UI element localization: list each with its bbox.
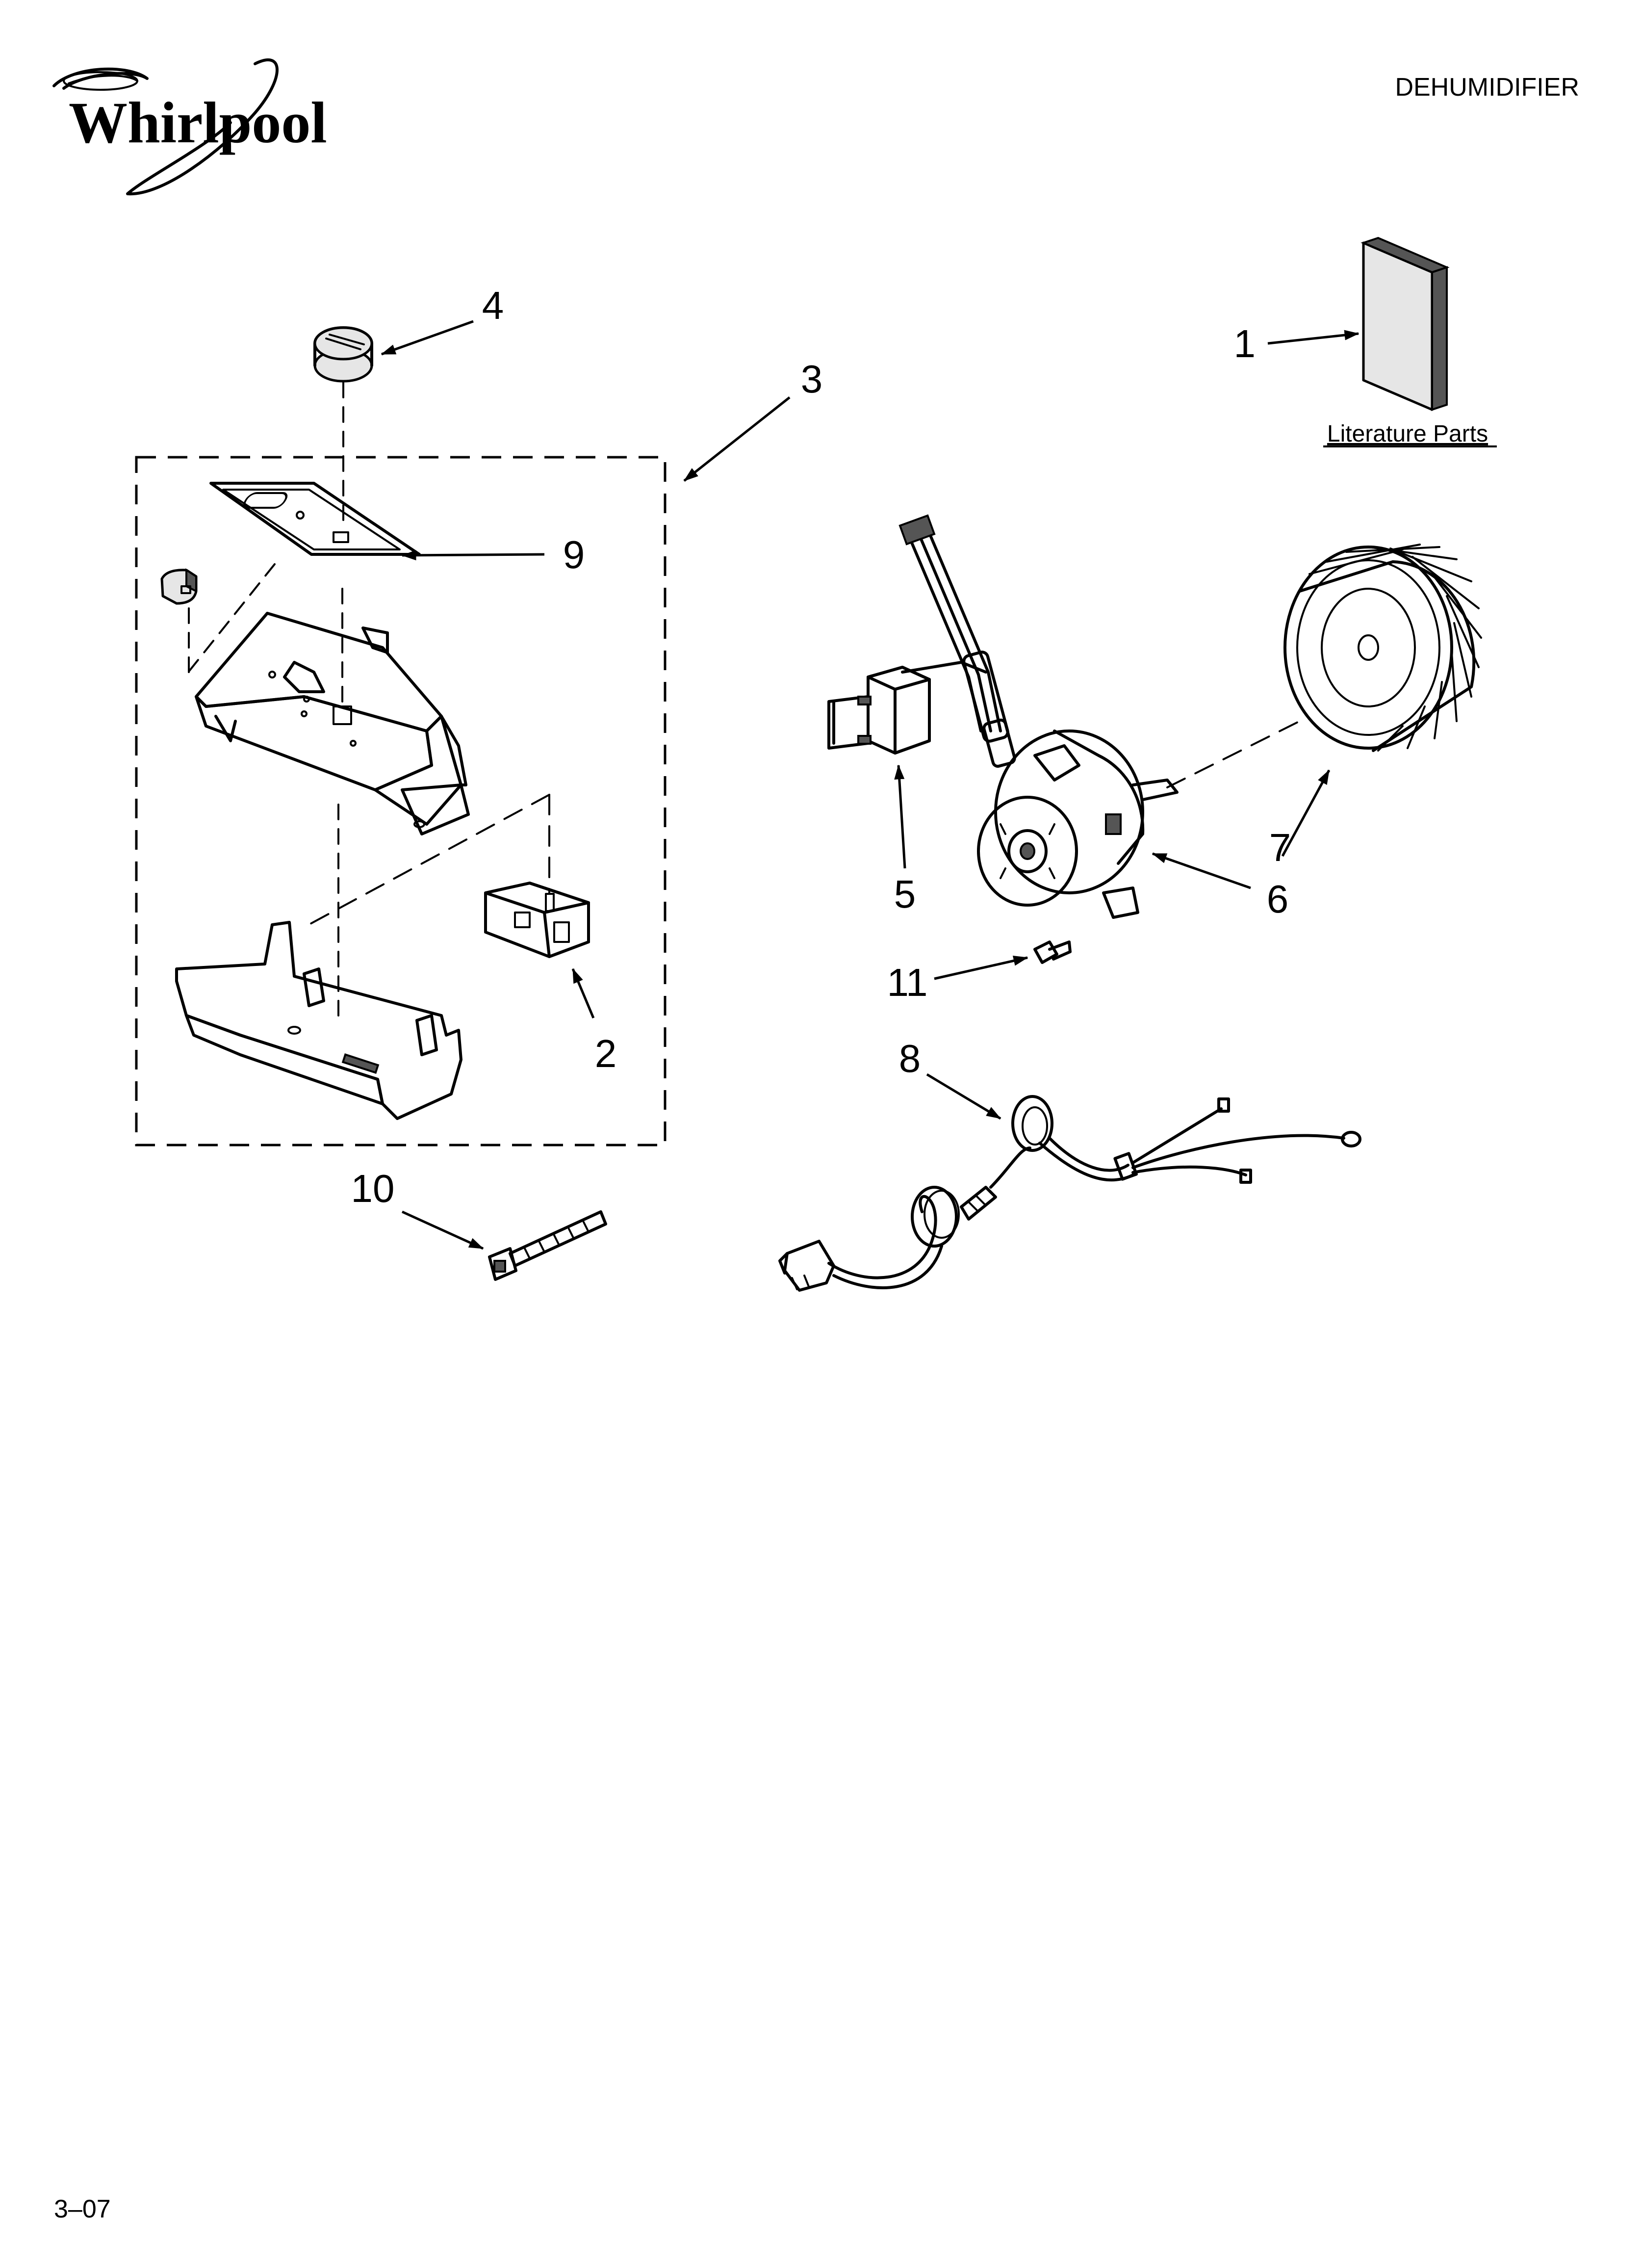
control-housing [195, 612, 470, 835]
page-code: 3–07 [54, 2195, 111, 2223]
callout-11: 11 [887, 961, 927, 1004]
capacitor [827, 661, 987, 755]
callout-7: 7 [1269, 826, 1291, 869]
callout-6: 6 [1267, 877, 1289, 921]
whirlpool-logo: Whirlpool [52, 58, 327, 196]
callout-8: 8 [899, 1037, 921, 1080]
mounting-screw [1033, 940, 1072, 964]
brand-wordmark: Whirlpool [69, 90, 327, 155]
literature-booklet [1360, 236, 1450, 411]
control-overlay [209, 482, 421, 556]
cable-tie [488, 1210, 607, 1281]
callout-1: 1 [1234, 322, 1256, 365]
blower-wheel [1283, 544, 1482, 752]
control-knob [313, 326, 373, 383]
callout-2: 2 [595, 1032, 617, 1075]
callout-4: 4 [482, 284, 504, 327]
callout-3: 3 [801, 357, 823, 401]
callout-10: 10 [351, 1167, 395, 1210]
literature-parts-label: Literature Parts [1327, 421, 1488, 447]
power-cord [778, 1095, 1361, 1292]
fan-motor [977, 730, 1179, 919]
control-tray [175, 921, 462, 1120]
callout-5: 5 [894, 872, 916, 916]
motor-wire-harness [898, 514, 1016, 768]
callout-9: 9 [563, 533, 585, 576]
control-assembly-box [135, 456, 667, 1147]
selector-button [160, 568, 198, 605]
switch-component [484, 882, 590, 958]
product-title: DEHUMIDIFIER [1395, 73, 1579, 102]
